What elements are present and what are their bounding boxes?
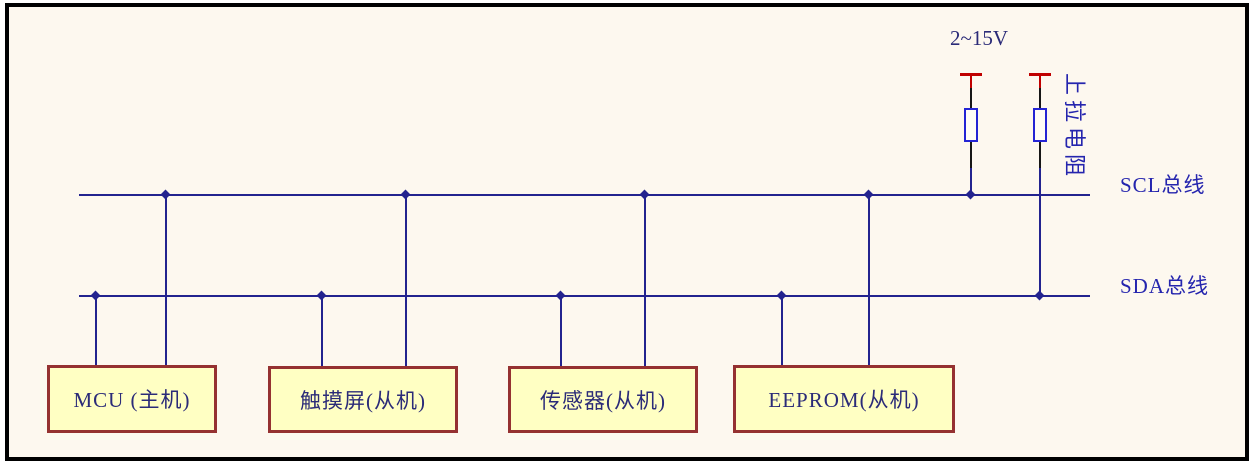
sensor-scl-wire (644, 195, 646, 366)
pullup-resistor-scl (960, 73, 982, 196)
touchscreen-scl-wire (405, 195, 407, 366)
mcu-sda-wire (95, 296, 97, 366)
power-stub (970, 76, 972, 88)
power-rail-tick (1029, 73, 1051, 76)
pullup-resistor-sda (1029, 73, 1051, 297)
device-label: EEPROM(从机) (768, 388, 920, 412)
voltage-label: 2~15V (950, 26, 1009, 50)
eeprom-sda-wire (781, 296, 783, 366)
scl-bus-line (79, 194, 1090, 196)
resistor-body (1033, 108, 1047, 142)
resistor-lead (970, 168, 972, 196)
device-box-touchscreen: 触摸屏(从机) (268, 366, 458, 433)
touchscreen-sda-wire (321, 296, 323, 366)
sda-bus-label: SDA总线 (1120, 274, 1210, 298)
mcu-scl-wire (165, 195, 167, 366)
device-box-mcu: MCU (主机) (47, 365, 217, 433)
power-stub (1039, 76, 1041, 88)
device-box-eeprom: EEPROM(从机) (733, 365, 955, 433)
sensor-sda-wire (560, 296, 562, 366)
resistor-body (964, 108, 978, 142)
device-label: 传感器(从机) (540, 388, 666, 413)
resistor-lead (970, 88, 972, 108)
sda-bus-line (79, 295, 1090, 297)
scl-bus-label: SCL总线 (1120, 173, 1206, 197)
pullup-resistor-label: 上拉电阻 (1062, 72, 1087, 181)
resistor-lead (1039, 88, 1041, 108)
device-box-sensor: 传感器(从机) (508, 366, 698, 433)
resistor-lead (970, 142, 972, 168)
device-label: 触摸屏(从机) (300, 388, 426, 413)
device-label: MCU (主机) (73, 388, 191, 412)
resistor-lead (1039, 168, 1041, 297)
power-rail-tick (960, 73, 982, 76)
resistor-lead (1039, 142, 1041, 168)
eeprom-scl-wire (868, 195, 870, 366)
